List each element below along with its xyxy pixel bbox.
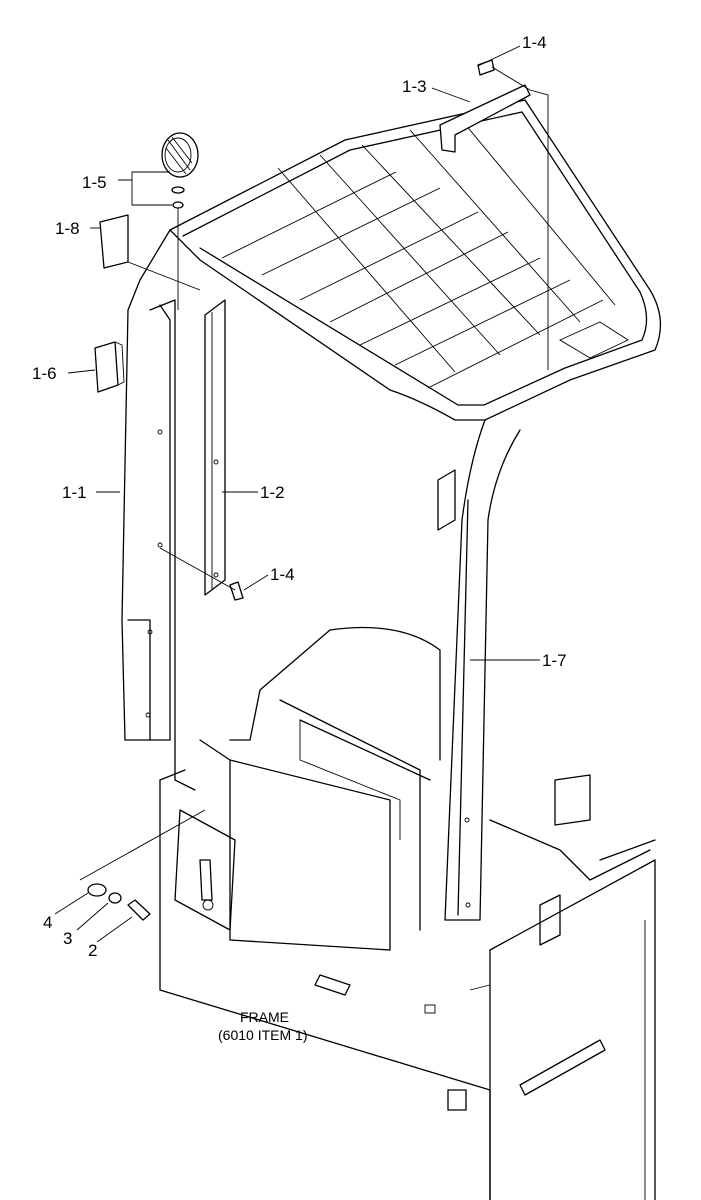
callout-1-7: 1-7	[542, 651, 567, 670]
truck-frame	[159, 626, 656, 1200]
callout-1-5: 1-5	[82, 173, 107, 192]
callout-1-3: 1-3	[402, 77, 427, 96]
brace-1-2	[204, 299, 226, 596]
callout-1-4-mid: 1-4	[270, 565, 295, 584]
leader-lines	[54, 45, 540, 943]
roof-frame	[169, 99, 662, 421]
left-post-1-1	[121, 229, 196, 791]
frame-label: FRAME (6010 ITEM 1)	[218, 1009, 307, 1043]
bracket-1-3	[439, 84, 531, 153]
callout-labels: 1-4 1-3 1-5 1-8 1-6 1-1 1-2 1-4 1-7 4 3 …	[32, 33, 567, 960]
callout-3: 3	[63, 929, 72, 948]
callout-1-2: 1-2	[260, 483, 285, 502]
hardware-2-3-4	[79, 809, 206, 921]
bolt-1-4-mid	[159, 547, 244, 601]
callout-1-1: 1-1	[62, 483, 87, 502]
frame-label-line1: FRAME	[240, 1009, 289, 1025]
right-post-1-7	[437, 419, 521, 921]
callout-1-8: 1-8	[55, 219, 80, 238]
lamp-1-6	[94, 341, 125, 393]
work-light-1-5	[161, 132, 199, 310]
callout-2: 2	[88, 941, 97, 960]
pad-1-8	[99, 214, 201, 291]
callout-1-6: 1-6	[32, 364, 57, 383]
frame-label-line2: (6010 ITEM 1)	[218, 1027, 307, 1043]
callout-1-4-top: 1-4	[522, 33, 547, 52]
callout-4: 4	[43, 913, 52, 932]
